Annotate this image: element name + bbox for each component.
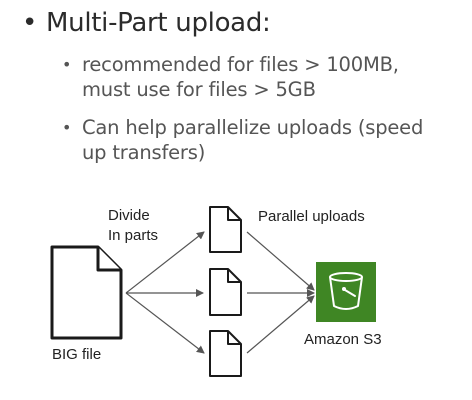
main-bullet: • Multi-Part upload: xyxy=(22,8,271,38)
part-file-icon xyxy=(209,268,242,316)
main-bullet-text: Multi-Part upload: xyxy=(46,8,271,38)
arrow-to-s3-1 xyxy=(246,231,315,291)
part-file-icon xyxy=(209,206,242,253)
big-file-label: BIG file xyxy=(52,346,102,363)
divide-label-line: In parts xyxy=(108,227,159,244)
s3-bucket-icon xyxy=(316,262,376,322)
divide-label-line: Divide xyxy=(108,207,150,224)
sub-bullet-file-size: • recommended for files > 100MB, must us… xyxy=(62,52,472,102)
sub-bullet-line: must use for files > 5GB xyxy=(82,78,316,101)
bullet-dot: • xyxy=(22,8,38,38)
bullet-dot: • xyxy=(62,118,72,137)
divide-label: Divide In parts xyxy=(108,206,158,246)
arrow-to-s3-3 xyxy=(246,295,315,354)
parallel-uploads-label: Parallel uploads xyxy=(258,208,365,225)
arrow-to-part-1 xyxy=(125,231,205,294)
bullet-dot: • xyxy=(62,55,72,74)
s3-label: Amazon S3 xyxy=(304,331,382,348)
arrow-to-part-3 xyxy=(125,292,205,354)
part-file-icon xyxy=(209,330,242,377)
sub-bullet-line: up transfers) xyxy=(82,141,206,164)
sub-bullet-line: Can help parallelize uploads (speed xyxy=(82,116,424,139)
sub-bullet-line: recommended for files > 100MB, xyxy=(82,53,399,76)
big-file-icon xyxy=(50,245,123,340)
sub-bullet-parallelize: • Can help parallelize uploads (speed up… xyxy=(62,115,472,165)
